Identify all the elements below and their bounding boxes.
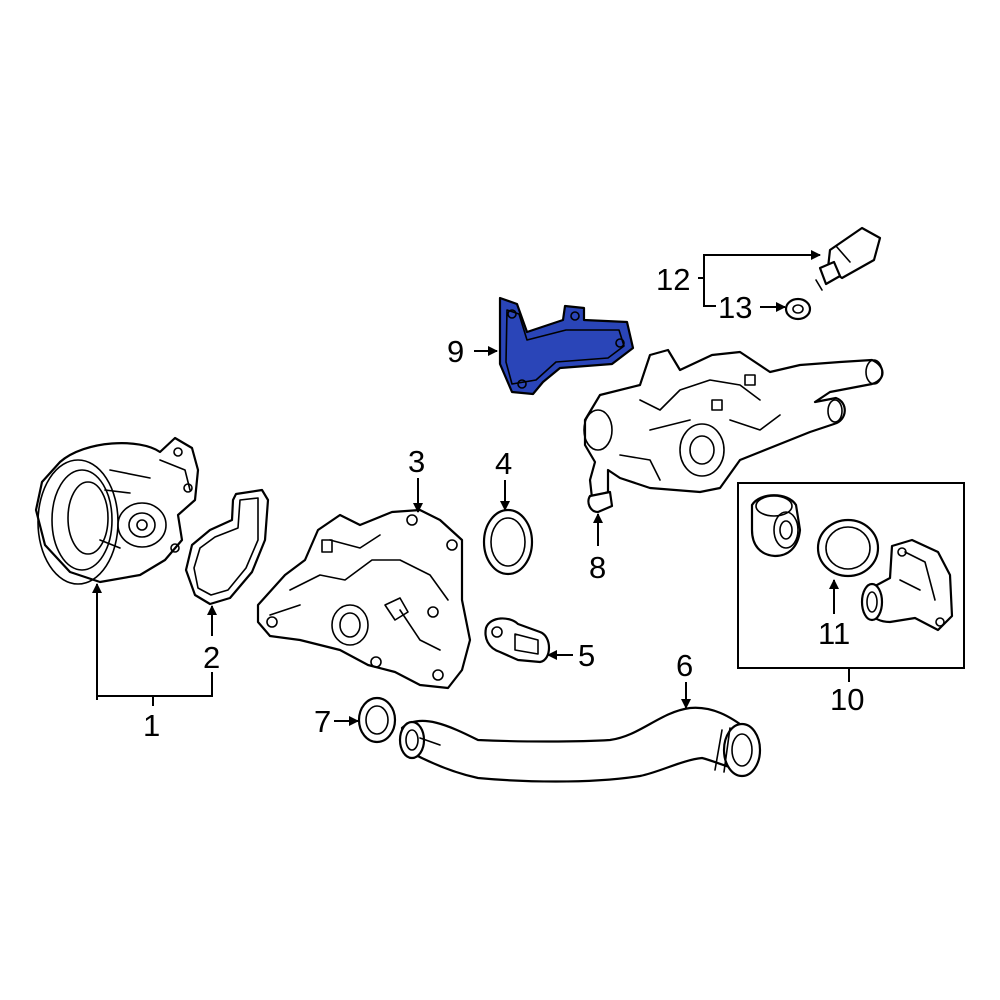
temperature-sensor-part[interactable] [815, 226, 882, 291]
thermostat-housing-part[interactable] [583, 348, 884, 514]
callout-9: 9 [447, 334, 464, 369]
thermostat-seal-part[interactable] [816, 518, 880, 578]
outlet-gasket-part[interactable] [484, 617, 551, 664]
pump-housing-part[interactable] [256, 508, 472, 690]
callout-13: 13 [718, 290, 752, 325]
callout-6: 6 [676, 648, 693, 683]
callout-2: 2 [203, 640, 220, 675]
callout-7: 7 [314, 704, 331, 739]
water-pump-part[interactable] [34, 436, 200, 585]
callout-8: 8 [589, 550, 606, 585]
leader-lines [92, 250, 850, 726]
small-o-ring-part[interactable] [357, 696, 397, 744]
callout-labels: 1 2 3 4 5 6 7 8 9 10 11 12 13 [143, 262, 864, 743]
thermostat-cover-part[interactable] [860, 538, 954, 632]
callout-3: 3 [408, 444, 425, 479]
sensor-washer-part[interactable] [784, 297, 812, 321]
o-ring-part[interactable] [482, 508, 534, 576]
callout-10: 10 [830, 682, 864, 717]
pump-gasket-part[interactable] [184, 488, 270, 606]
coolant-hose-part[interactable] [398, 706, 762, 783]
callout-1: 1 [143, 708, 160, 743]
thermostat-part[interactable] [750, 494, 802, 558]
callout-11: 11 [818, 616, 850, 651]
callout-5: 5 [578, 638, 595, 673]
kit-box [737, 482, 965, 669]
callout-12: 12 [656, 262, 690, 297]
bracket-part-highlighted[interactable] [498, 296, 635, 396]
callout-4: 4 [495, 446, 512, 481]
